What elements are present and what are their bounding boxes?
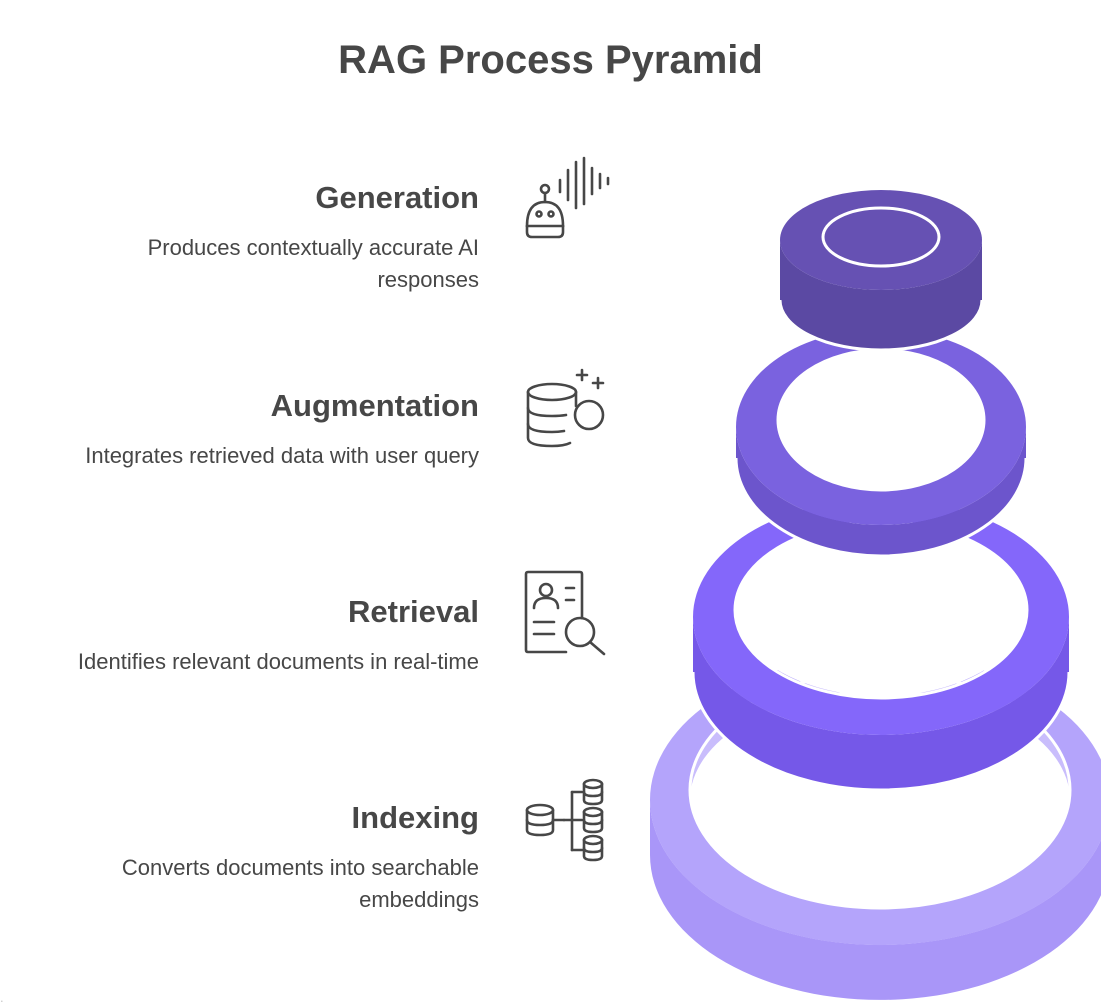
ring-generation (778, 190, 984, 352)
database-plus-icon (520, 360, 612, 452)
level-title: Indexing (351, 800, 479, 835)
level-title: Generation (315, 180, 479, 215)
level-description: Integrates retrieved data with user quer… (85, 443, 479, 468)
svg-text:.: . (0, 990, 4, 1002)
watermark: . (0, 988, 200, 1002)
level-description: Converts documents into searchable embed… (121, 855, 479, 912)
document-search-icon (520, 568, 612, 660)
level-description: Identifies relevant documents in real-ti… (77, 649, 479, 674)
ring-retrieval (691, 499, 1071, 792)
level-title: Augmentation (270, 388, 479, 423)
robot-voice-icon (520, 152, 612, 244)
level-augmentation: Augmentation Integrates retrieved data w… (0, 388, 479, 472)
level-indexing: Indexing Converts documents into searcha… (0, 800, 479, 916)
database-tree-icon (520, 774, 612, 866)
level-description: Produces contextually accurate AI respon… (147, 235, 479, 292)
level-generation: Generation Produces contextually accurat… (0, 180, 479, 296)
level-retrieval: Retrieval Identifies relevant documents … (0, 594, 479, 678)
ring-augmentation (734, 329, 1028, 558)
level-title: Retrieval (348, 594, 479, 629)
page-title: RAG Process Pyramid (338, 38, 763, 82)
